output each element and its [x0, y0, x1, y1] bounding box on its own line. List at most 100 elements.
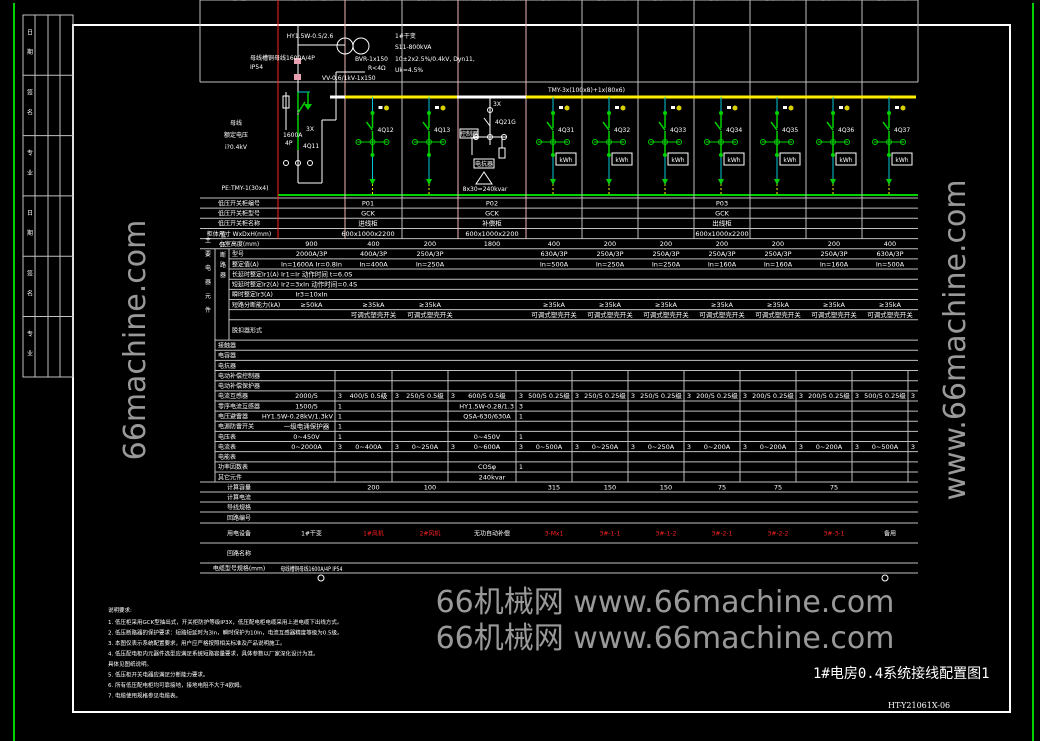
capacitor-reactor-label: 电抗器	[475, 160, 493, 168]
qty-cell: 3	[743, 443, 747, 451]
ct-icon	[369, 139, 376, 145]
breaker-switch-icon	[714, 121, 722, 131]
qty-cell: 1	[519, 412, 523, 420]
ct-icon	[704, 139, 710, 145]
row-label: 短路分断能力(kA)	[232, 301, 280, 309]
qty-cell: 3	[338, 443, 342, 451]
table-cell: ≥35kA	[655, 301, 677, 309]
row-label: 功率因数表	[218, 463, 248, 471]
ct-icon	[788, 139, 794, 145]
ground-cable-label: BVR-1x150	[355, 56, 388, 63]
table-cell: 250A/3P	[708, 250, 735, 258]
ct-icon	[412, 139, 418, 145]
qty-cell: 3	[631, 443, 635, 451]
energy-meter-label: kWh	[671, 157, 684, 164]
row-label: 电压避雷器	[218, 412, 248, 420]
table-cell: In=160A	[820, 260, 849, 268]
panel-size: 600x1000x2200	[465, 230, 518, 238]
feeder-label: 4Q33	[670, 127, 686, 134]
row-label: 整定值(A)	[232, 260, 259, 268]
table-cell: 400	[548, 240, 560, 248]
table-cell: 250/5 0.5级	[406, 391, 444, 400]
lock-icon	[895, 106, 899, 109]
terminal-dot	[887, 111, 891, 115]
feeder-label: 4Q12	[378, 127, 394, 134]
table-cell: HY1.5W-0.28kV/1.3kV	[262, 412, 334, 420]
ct-icon	[383, 139, 390, 145]
table-cell: 0~250A	[412, 443, 439, 451]
feeder-label: 4Q35	[782, 127, 798, 134]
qty-cell: 3	[575, 392, 579, 400]
ground-resistance-label: R<4Ω	[368, 65, 386, 72]
note-item: 2. 低压断路器的保护要求：短路短延时为3In，瞬时保护为10In，电流互感器精…	[108, 629, 342, 637]
qty-cell: 3	[338, 392, 342, 400]
panel-id: P02	[486, 199, 498, 207]
ct-icon	[648, 139, 654, 145]
table-cell: ≥35kA	[879, 301, 901, 309]
table-cell: 0~500A	[872, 443, 899, 451]
ct-icon	[536, 139, 542, 145]
table-cell: 0~200A	[704, 443, 731, 451]
table-cell: 200/5 0.25级	[752, 391, 794, 400]
breaker-switch-icon	[546, 121, 554, 131]
side-block-label: 日 期	[26, 210, 33, 242]
table-cell: In=160A	[764, 260, 793, 268]
ct-icon	[426, 139, 432, 145]
terminal-dot	[831, 111, 835, 115]
table-cell: 2000/5	[295, 392, 318, 400]
lock-icon	[615, 106, 619, 109]
busway-ip-label: IP54	[250, 64, 263, 71]
qty-cell: 3	[855, 392, 859, 400]
table-cell: 3#-1-2	[656, 530, 677, 537]
terminal-dot	[719, 153, 723, 157]
table-cell: 400A/3P	[360, 250, 387, 258]
table-cell: 100	[424, 483, 436, 491]
busbar-text: 母线	[230, 119, 242, 127]
table-cell: 75	[830, 483, 838, 491]
table-cell: In=500A	[876, 260, 905, 268]
table-cell: QSA-630/630A	[463, 412, 511, 420]
table-cell: COSφ	[478, 463, 496, 471]
row-label: 型号	[232, 250, 244, 258]
qty-cell: 1	[338, 412, 342, 420]
energy-meter-box	[891, 152, 913, 166]
breaker-switch-icon	[826, 121, 834, 131]
table-cell: 无功自动补偿	[474, 529, 510, 537]
ct-icon	[564, 139, 570, 145]
table-cell: 可调式塑壳开关	[531, 310, 577, 319]
terminal-dot	[775, 153, 779, 157]
ct-icon	[886, 139, 892, 145]
note-item: 6. 所有低压配电柜均可靠接地，接地电阻不大于4欧姆。	[108, 681, 245, 689]
panel-id: P03	[716, 199, 728, 207]
table-cell: In=400A	[359, 260, 388, 268]
note-item: 7. 电缆使用规格参见电缆表。	[108, 692, 181, 700]
table-cell: 200/5 0.25级	[696, 391, 738, 400]
surge-arrester-icon	[498, 147, 506, 159]
qty-cell: 1	[519, 433, 523, 441]
arrow-icon	[718, 179, 724, 185]
feeder-4q33: 4Q33 kWh	[648, 97, 689, 195]
table-cell: 200	[604, 240, 616, 248]
table-cell: 200	[772, 240, 784, 248]
group-label-main-components: 主要电器元件	[204, 236, 211, 321]
row-label: 电流表	[218, 443, 236, 451]
row-label: 电抗器	[218, 362, 236, 370]
ct-icon	[307, 160, 313, 166]
transformer-ratio: 10±2x2.5%/0.4kV, Dyn11,	[395, 56, 475, 63]
reactor-box	[473, 158, 495, 169]
table-cell: 电缆下出线	[875, 0, 905, 2]
ct-icon	[774, 139, 780, 145]
incomer-x-label: 3X	[306, 126, 314, 133]
qty-cell: 3	[799, 392, 803, 400]
rated-voltage: i?0.4kV	[225, 144, 248, 151]
breaker-switch-icon	[882, 121, 890, 131]
panel-name: 出线柜	[712, 219, 732, 228]
ct-icon	[900, 139, 906, 145]
energy-meter-label: kWh	[559, 157, 572, 164]
table-cell: 500/5 0.25级	[528, 391, 570, 400]
row-label: 导线规格	[227, 503, 251, 511]
interlock-key-icon	[384, 105, 389, 111]
